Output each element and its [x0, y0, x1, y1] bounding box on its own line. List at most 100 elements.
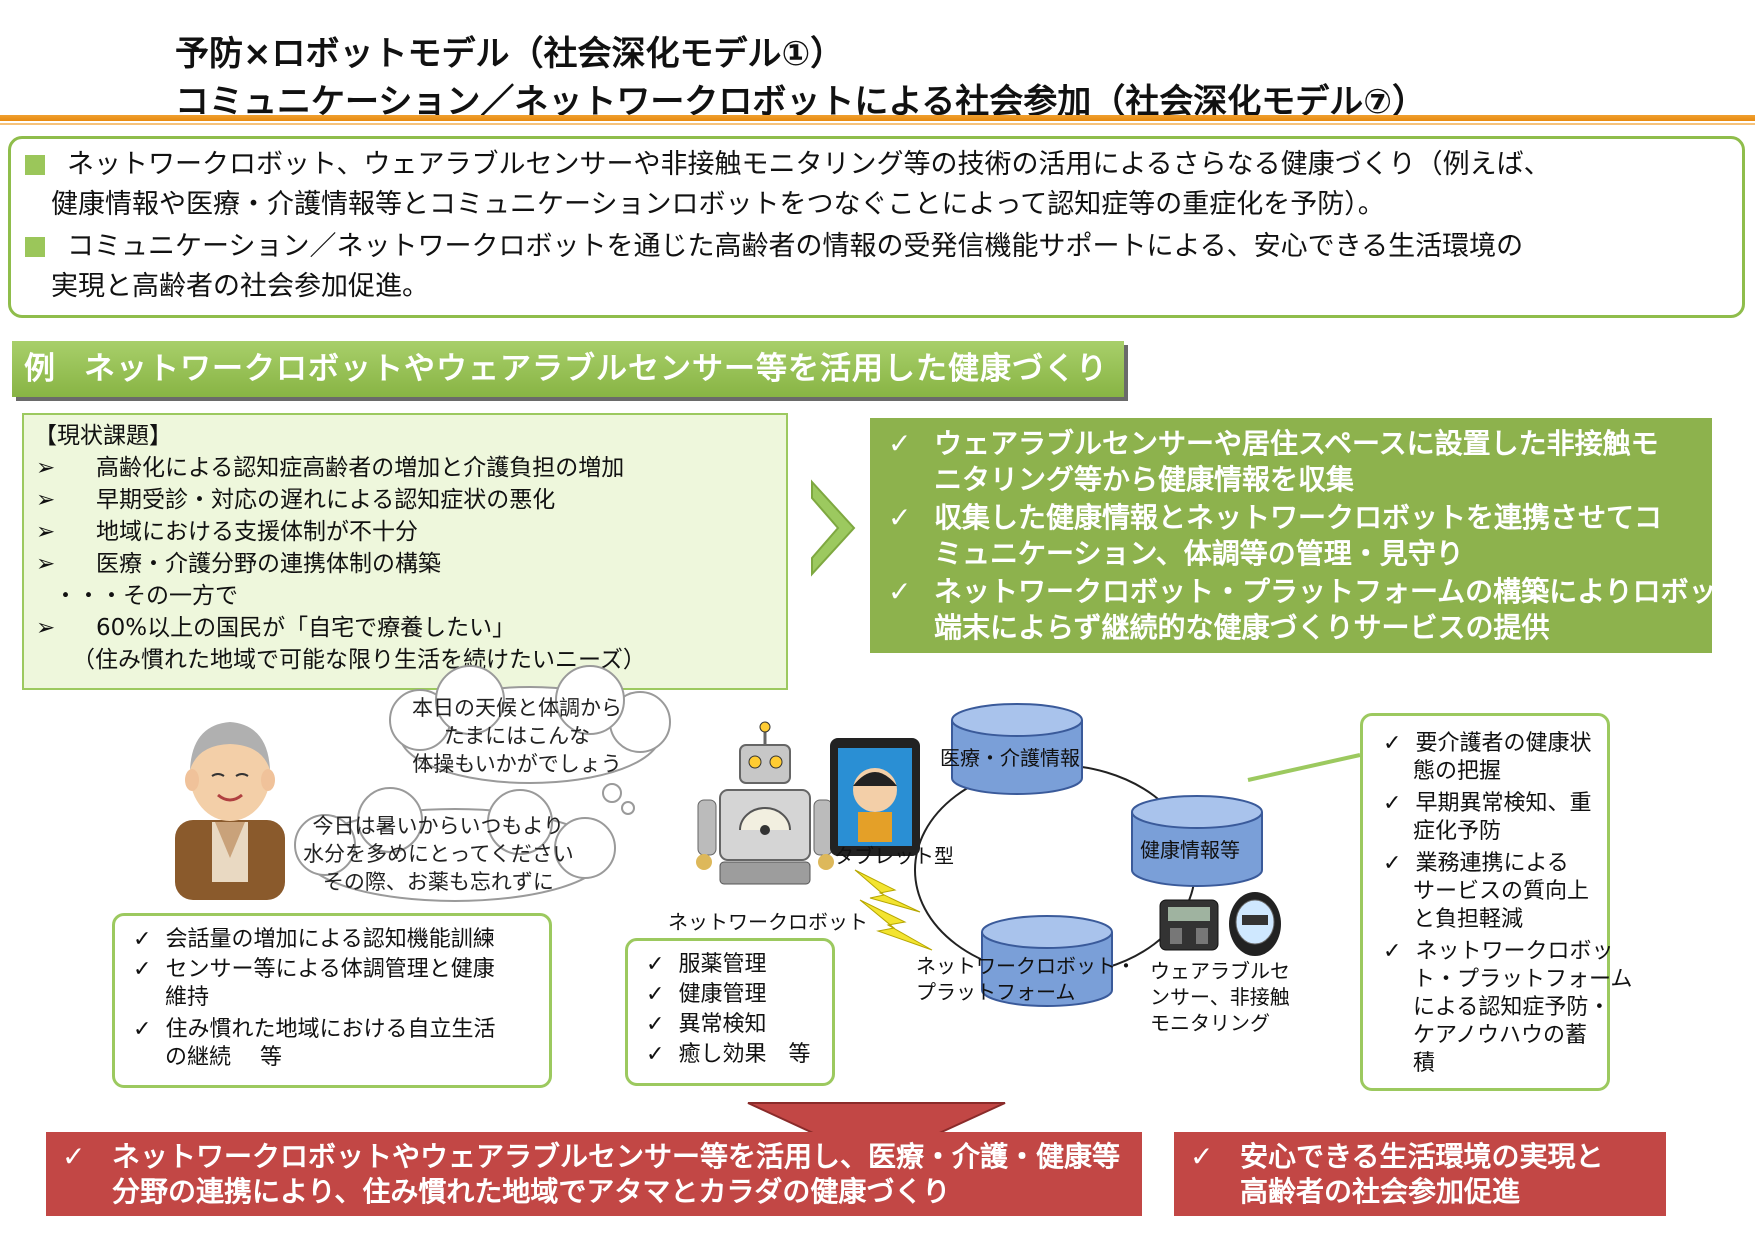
solution-item-1-cont: ニタリング等から健康情報を収集 — [934, 463, 1355, 496]
speech-cloud-2-text: 今日は暑いからいつもより 水分を多めにとってください その際、お薬も忘れずに — [303, 814, 574, 894]
benefit-item: ✓ センサー等による体調管理と健康 — [133, 957, 495, 982]
pedometer-icon — [1229, 892, 1281, 956]
user-benefits-box: ✓ 会話量の増加による認知機能訓練 ✓ センサー等による体調管理と健康 維持 ✓… — [112, 913, 552, 1088]
medical-info-label: 医療・介護情報 — [940, 746, 1080, 770]
check-icon: ✓ — [1383, 939, 1402, 964]
signal-bolt — [859, 899, 933, 951]
current-issues-box: 【現状課題】 ➢高齢化による認知症高齢者の増加と介護負担の増加 ➢早期受診・対応… — [22, 413, 788, 690]
care-benefit-cont: 積 — [1413, 1051, 1436, 1076]
arrow-bullet-icon: ➢ — [36, 519, 56, 545]
check-icon: ✓ — [888, 575, 912, 608]
function-item: ✓ 異常検知 — [646, 1012, 767, 1037]
solution-item-3: ✓ネットワークロボット・プラットフォームの構築によりロボット — [888, 575, 1745, 608]
care-benefit-cont: 態の把握 — [1413, 759, 1502, 784]
body-composition-scale-icon — [1159, 899, 1219, 951]
care-benefit-cont: ケアノウハウの蓄 — [1413, 1023, 1588, 1048]
summary-bullet-1: ネットワークロボット、ウェアラブルセンサーや非接触モニタリング等の技術の活用によ… — [25, 145, 1551, 185]
function-item: ✓ 健康管理 — [646, 982, 767, 1007]
issue-item: ➢早期受診・対応の遅れによる認知症状の悪化 — [36, 487, 556, 513]
robot-functions-box: ✓ 服薬管理 ✓ 健康管理 ✓ 異常検知 ✓ 癒し効果 等 — [625, 938, 835, 1086]
platform-database — [981, 915, 1113, 1007]
care-benefit-cont: と負担軽減 — [1413, 907, 1524, 932]
example-title: ネットワークロボットやウェアラブルセンサー等を活用した健康づくり — [84, 351, 1108, 387]
thought-dot — [621, 801, 635, 815]
page-title-line1: 予防×ロボットモデル（社会深化モデル①） — [175, 34, 845, 74]
check-icon: ✓ — [1190, 1140, 1214, 1173]
issue-item: ➢地域における支援体制が不十分 — [36, 519, 418, 545]
tablet-label: タブレット型 — [834, 844, 954, 868]
elderly-man-illustration — [175, 722, 285, 900]
check-icon: ✓ — [646, 952, 665, 977]
benefit-item: ✓ 住み慣れた地域における自立生活 — [133, 1017, 496, 1042]
care-benefits-box: ✓ 要介護者の健康状 態の把握 ✓ 早期異常検知、重 症化予防 ✓ 業務連携によ… — [1360, 713, 1632, 1091]
benefit-item-cont: 維持 — [165, 985, 210, 1010]
outcome-left: ✓ネットワークロボットやウェアラブルセンサー等を活用し、医療・介護・健康等 分野… — [46, 1132, 1142, 1216]
outcome-right: ✓安心できる生活環境の実現と 高齢者の社会参加促進 — [1174, 1132, 1666, 1216]
solution-box: ✓ウェアラブルセンサーや居住スペースに設置した非接触モ ニタリング等から健康情報… — [870, 418, 1745, 653]
solution-item-2: ✓収集した健康情報とネットワークロボットを連携させてコ — [888, 501, 1663, 534]
signal-bolt — [854, 869, 921, 913]
care-benefit-item: ✓ 早期異常検知、重 — [1383, 791, 1592, 816]
function-item: ✓ 癒し効果 等 — [646, 1042, 811, 1067]
function-item: ✓ 服薬管理 — [646, 952, 767, 977]
check-icon: ✓ — [133, 1017, 152, 1042]
care-benefit-cont: サービスの質向上 — [1413, 879, 1590, 904]
care-benefit-cont: ト・プラットフォーム — [1413, 967, 1633, 992]
summary-box: ネットワークロボット、ウェアラブルセンサーや非接触モニタリング等の技術の活用によ… — [8, 136, 1745, 318]
chevron-right-icon — [811, 479, 856, 577]
square-bullet-icon — [25, 237, 45, 257]
benefit-item: ✓ 会話量の増加による認知機能訓練 — [133, 927, 495, 952]
platform-label-1: ネットワークロボット・ — [916, 954, 1136, 978]
example-label: 例 — [24, 351, 56, 387]
solution-item-3-cont: 端末によらず継続的な健康づくりサービスの提供 — [934, 611, 1550, 644]
check-icon: ✓ — [1383, 851, 1402, 876]
care-benefit-item: ✓ 要介護者の健康状 — [1383, 731, 1592, 756]
speech-cloud-1 — [389, 665, 671, 784]
issues-connector: ・・・その一方で — [54, 583, 238, 609]
thought-dot — [602, 783, 622, 803]
check-icon: ✓ — [1383, 731, 1402, 756]
summary-bullet-2-cont: 実現と高齢者の社会参加促進。 — [51, 271, 429, 302]
check-icon: ✓ — [62, 1140, 86, 1173]
example-banner: 例ネットワークロボットやウェアラブルセンサー等を活用した健康づくり — [12, 341, 1124, 397]
square-bullet-icon — [25, 155, 45, 175]
speech-cloud-2 — [294, 787, 616, 902]
arrow-bullet-icon: ➢ — [36, 487, 56, 513]
check-icon: ✓ — [888, 501, 912, 534]
robot-label: ネットワークロボット — [668, 910, 868, 934]
check-icon: ✓ — [133, 927, 152, 952]
connector-line — [1247, 753, 1361, 782]
tablet-illustration — [830, 738, 920, 856]
care-benefit-item: ✓ ネットワークロボッ — [1383, 939, 1614, 964]
check-icon: ✓ — [133, 957, 152, 982]
issues-note: （住み慣れた地域で可能な限り生活を続けたいニーズ） — [72, 647, 646, 673]
issue-item: ➢高齢化による認知症高齢者の増加と介護負担の増加 — [36, 455, 625, 481]
arrow-bullet-icon: ➢ — [36, 615, 56, 641]
check-icon: ✓ — [1383, 791, 1402, 816]
title-rule — [0, 115, 1755, 121]
summary-bullet-2: コミュニケーション／ネットワークロボットを通じた高齢者の情報の受発信機能サポート… — [25, 227, 1523, 267]
title-rule-thin — [0, 123, 1755, 125]
care-benefit-cont: による認知症予防・ — [1413, 995, 1611, 1020]
wearable-label: ウェアラブルセ ンサー、非接触 モニタリング — [1150, 959, 1290, 1035]
care-benefit-item: ✓ 業務連携による — [1383, 851, 1569, 876]
outcome-left-cont: 分野の連携により、住み慣れた地域でアタマとカラダの健康づくり — [112, 1175, 951, 1208]
arrow-bullet-icon: ➢ — [36, 455, 56, 481]
arrow-bullet-icon: ➢ — [36, 551, 56, 577]
solution-item-1: ✓ウェアラブルセンサーや居住スペースに設置した非接触モ — [888, 427, 1659, 460]
check-icon: ✓ — [888, 427, 912, 460]
issues-heading: 【現状課題】 — [34, 423, 172, 449]
summary-bullet-1-cont: 健康情報や医療・介護情報等とコミュニケーションロボットをつなぐことによって認知症… — [51, 189, 1385, 220]
issue-item: ➢60%以上の国民が「自宅で療養したい」 — [36, 615, 516, 641]
check-icon: ✓ — [646, 1042, 665, 1067]
check-icon: ✓ — [646, 1012, 665, 1037]
issue-item: ➢医療・介護分野の連携体制の構築 — [36, 551, 441, 577]
medical-info-database — [951, 703, 1083, 795]
outcome-right-cont: 高齢者の社会参加促進 — [1240, 1175, 1521, 1208]
speech-cloud-1-text: 本日の天候と体調から たまにはこんな 体操もいかがでしょう — [412, 696, 622, 776]
platform-label-2: プラットフォーム — [916, 980, 1076, 1004]
care-benefit-cont: 症化予防 — [1413, 819, 1502, 844]
check-icon: ✓ — [646, 982, 665, 1007]
benefit-item-cont: の継続 等 — [165, 1045, 282, 1070]
